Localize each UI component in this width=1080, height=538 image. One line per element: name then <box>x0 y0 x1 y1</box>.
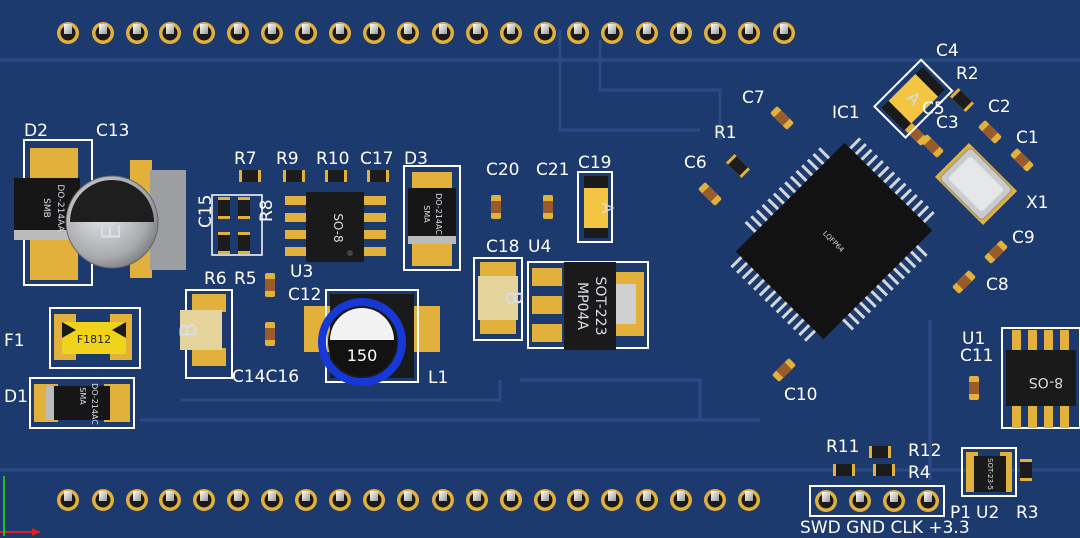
crystal-x1 <box>934 142 1018 226</box>
label-c17: C17 <box>360 149 394 169</box>
label-d3: D3 <box>404 149 428 169</box>
label-r11: R11 <box>826 437 859 457</box>
label-r5: R5 <box>234 269 257 289</box>
d3-part: DO-214AC <box>434 193 443 235</box>
c18-polarity: B <box>500 290 525 305</box>
capacitor-c19: A <box>577 171 617 243</box>
label-d2: D2 <box>24 121 48 141</box>
label-p1: P1 <box>950 503 971 523</box>
label-c3: C3 <box>936 113 959 133</box>
ic-u2: SOT-23-5 <box>961 447 1017 497</box>
label-r1: R1 <box>714 123 737 143</box>
label-c14c16: C14C16 <box>232 367 299 387</box>
capacitor-c12 <box>265 273 275 297</box>
f1-marking: F1812 <box>77 333 111 346</box>
label-c18: C18 <box>486 237 520 257</box>
label-r2: R2 <box>956 64 979 84</box>
label-c12: C12 <box>288 285 322 305</box>
resistor-r3 <box>1020 459 1032 481</box>
u3-package: SO-8 <box>331 213 345 242</box>
label-r3: R3 <box>1016 503 1039 523</box>
capacitor-c13: E <box>65 160 186 278</box>
label-f1: F1 <box>4 331 25 351</box>
label-ic1: IC1 <box>832 103 860 123</box>
label-c8: C8 <box>986 275 1009 295</box>
label-x1: X1 <box>1026 193 1048 213</box>
label-r12: R12 <box>908 441 941 461</box>
u1-package: 8-OS <box>1029 374 1063 390</box>
label-c13: C13 <box>96 121 130 141</box>
c14-polarity: B <box>177 322 202 337</box>
label-c11: C11 <box>960 346 994 366</box>
u4-part: MP04A <box>574 282 590 330</box>
bottom-header-pins <box>57 489 760 511</box>
d2-package: SMB <box>41 198 51 218</box>
copper-traces <box>0 30 1080 480</box>
label-u2: U2 <box>976 503 999 523</box>
label-c19: C19 <box>578 153 612 173</box>
label-c1: C1 <box>1016 128 1039 148</box>
label-c9: C9 <box>1012 228 1035 248</box>
diode-d3: SMA DO-214AC <box>403 165 461 271</box>
label-r9: R9 <box>276 149 299 169</box>
label-l1: L1 <box>428 368 448 388</box>
c13-polarity: E <box>97 224 127 240</box>
label-u1: U1 <box>962 329 985 349</box>
silkscreen-labels: D2 C13 R7 R9 R10 C17 D3 C20 C21 C19 C7 R… <box>4 41 1048 538</box>
d2-part: DO-214AA <box>55 184 65 232</box>
diode-d2: SMB DO-214AA <box>14 139 93 286</box>
capacitor-c11 <box>969 376 979 400</box>
label-c21: C21 <box>536 160 570 180</box>
label-r7: R7 <box>234 149 257 169</box>
d3-package: SMA <box>422 205 431 223</box>
capacitor-c4: A <box>872 58 954 140</box>
d1-package: SMA <box>78 387 87 405</box>
label-u3: U3 <box>290 262 313 282</box>
u2-package: SOT-23-5 <box>986 458 994 490</box>
u4-package: SOT-223 <box>592 277 608 336</box>
ic-u1: 8-OS <box>1001 327 1080 429</box>
resistor-cluster-left <box>211 194 263 256</box>
c19-polarity: A <box>598 203 617 214</box>
label-r6: R6 <box>204 269 227 289</box>
label-d1: D1 <box>4 387 28 407</box>
diode-d1: SMA DO-214AC <box>29 377 135 429</box>
label-c4: C4 <box>936 41 959 61</box>
label-c20: C20 <box>486 160 520 180</box>
l1-value: 150 <box>347 346 378 365</box>
label-header-pins: SWD GND CLK +3.3 <box>800 518 970 538</box>
capacitor-c20 <box>491 195 501 219</box>
label-r4: R4 <box>908 463 931 483</box>
ic-u3: SO-8 <box>285 192 386 262</box>
capacitor-c16 <box>265 322 275 346</box>
capacitor-c14: B <box>177 289 233 379</box>
label-c6: C6 <box>684 153 707 173</box>
label-c7: C7 <box>742 88 765 108</box>
inductor-l1: 150 <box>304 289 440 386</box>
fuse-f1: F1812 <box>49 307 141 369</box>
label-c5: C5 <box>922 99 945 119</box>
connector-p1 <box>809 485 945 517</box>
label-u4: U4 <box>528 237 551 257</box>
label-c10: C10 <box>784 385 818 405</box>
capacitor-c21 <box>543 195 553 219</box>
label-c15: C15 <box>196 194 216 228</box>
label-r8: R8 <box>257 199 277 222</box>
mcu-ic1: LQFP64 <box>730 137 935 342</box>
label-r10: R10 <box>316 149 349 169</box>
origin-axes-icon <box>0 476 40 536</box>
capacitor-c18: B <box>473 257 525 341</box>
d1-part: DO-214AC <box>90 383 99 425</box>
label-c2: C2 <box>988 97 1011 117</box>
regulator-u4: SOT-223 MP04A <box>527 261 649 350</box>
